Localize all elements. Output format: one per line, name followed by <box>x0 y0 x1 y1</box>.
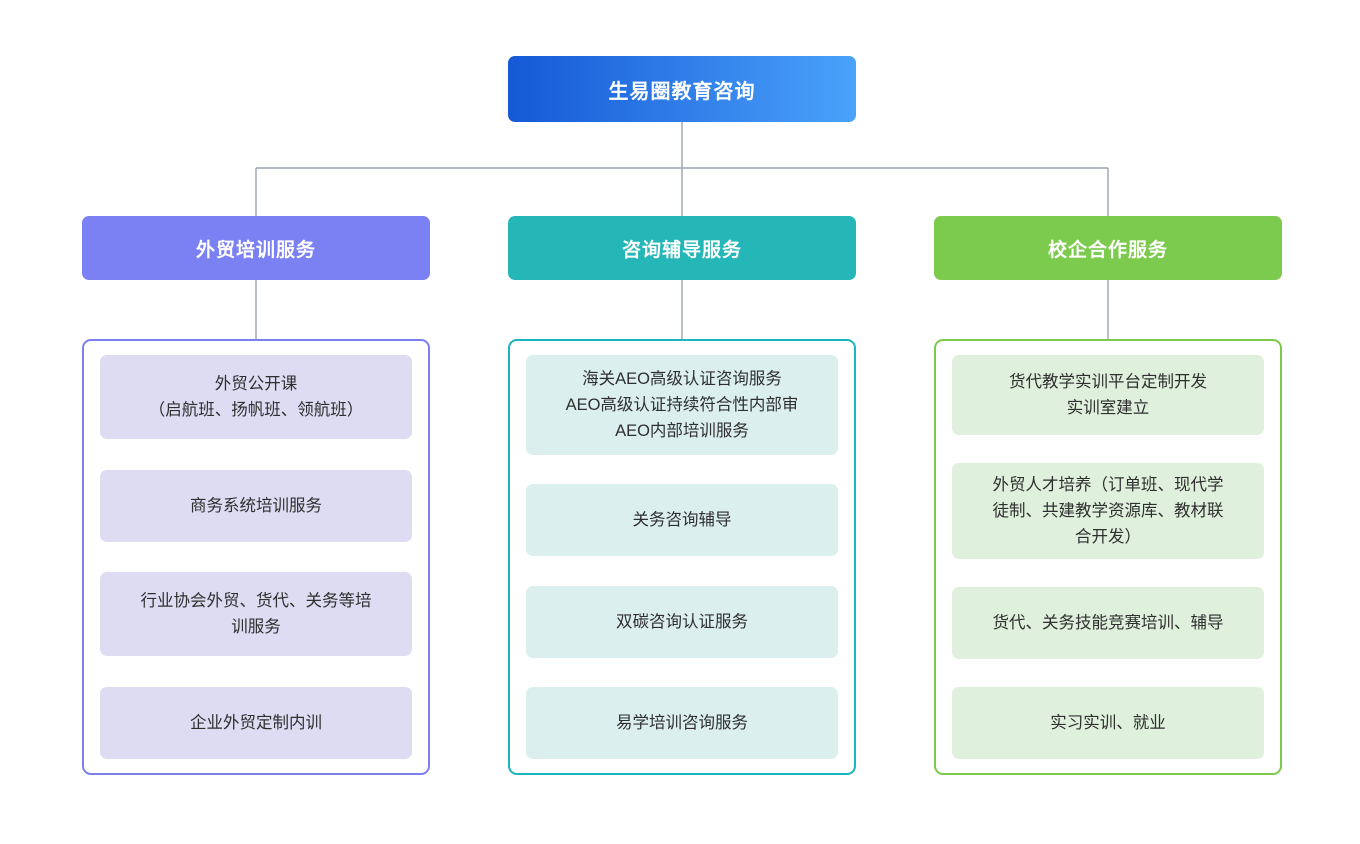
category-header-label: 外贸培训服务 <box>195 239 316 261</box>
leaf-item[interactable]: 外贸公开课 （启航班、扬帆班、领航班） <box>100 355 412 439</box>
leaf-item[interactable]: 关务咨询辅导 <box>526 484 838 557</box>
category-panel-2: 海关AEO高级认证咨询服务 AEO高级认证持续符合性内部审 AEO内部培训服务 … <box>508 339 856 775</box>
leaf-item[interactable]: 双碳咨询认证服务 <box>526 585 838 658</box>
leaf-item[interactable]: 外贸人才培养（订单班、现代学 徒制、共建教学资源库、教材联 合开发） <box>952 463 1264 559</box>
category-header-label: 咨询辅导服务 <box>621 239 742 261</box>
category-panel-3: 货代教学实训平台定制开发 实训室建立 外贸人才培养（订单班、现代学 徒制、共建教… <box>934 339 1282 775</box>
leaf-item[interactable]: 行业协会外贸、货代、关务等培 训服务 <box>100 572 412 657</box>
leaf-item[interactable]: 企业外贸定制内训 <box>100 686 412 759</box>
root-node[interactable]: 生易圈教育咨询 <box>508 56 856 122</box>
leaf-item[interactable]: 商务系统培训服务 <box>100 469 412 542</box>
category-header-2[interactable]: 咨询辅导服务 <box>508 216 856 280</box>
root-node-label: 生易圈教育咨询 <box>608 80 756 103</box>
category-header-1[interactable]: 外贸培训服务 <box>82 216 430 280</box>
leaf-item[interactable]: 货代教学实训平台定制开发 实训室建立 <box>952 355 1264 435</box>
category-header-label: 校企合作服务 <box>1047 239 1168 261</box>
category-panel-1: 外贸公开课 （启航班、扬帆班、领航班） 商务系统培训服务 行业协会外贸、货代、关… <box>82 339 430 775</box>
category-header-3[interactable]: 校企合作服务 <box>934 216 1282 280</box>
leaf-item[interactable]: 实习实训、就业 <box>952 687 1264 759</box>
leaf-item[interactable]: 货代、关务技能竞赛培训、辅导 <box>952 587 1264 659</box>
leaf-item[interactable]: 易学培训咨询服务 <box>526 686 838 759</box>
leaf-item[interactable]: 海关AEO高级认证咨询服务 AEO高级认证持续符合性内部审 AEO内部培训服务 <box>526 355 838 455</box>
